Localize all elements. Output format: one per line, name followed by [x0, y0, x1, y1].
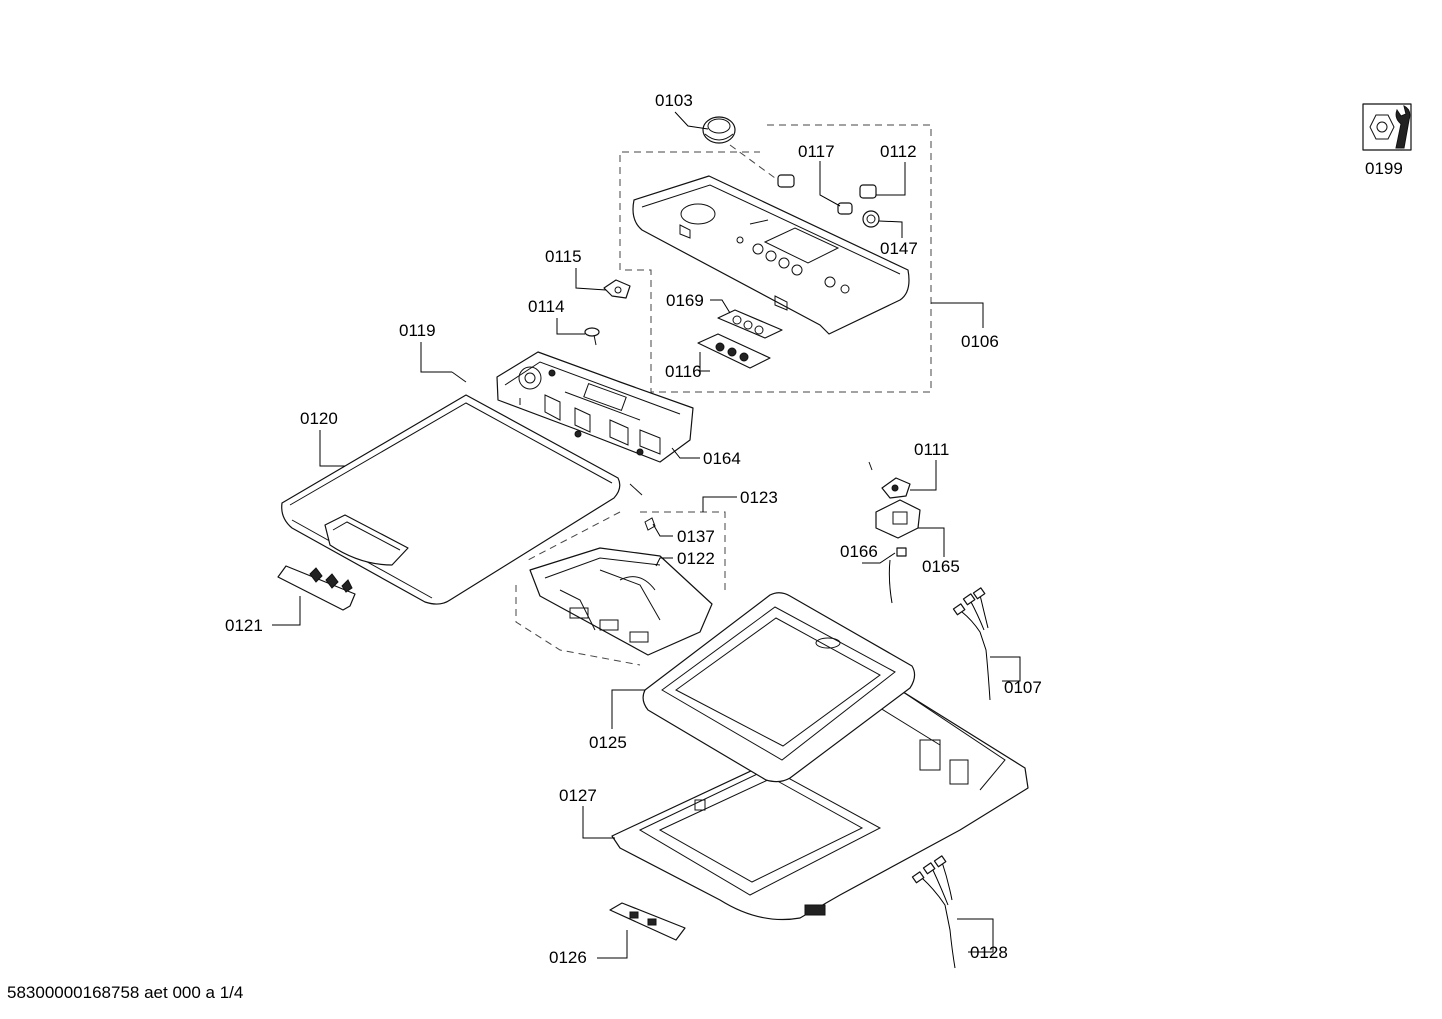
label-0115: 0115: [545, 247, 582, 266]
label-0119: 0119: [399, 321, 436, 340]
label-0107: 0107: [1004, 678, 1042, 697]
knob-part: [702, 116, 736, 144]
lid-part: [281, 394, 621, 605]
label-0123: 0123: [740, 488, 778, 507]
switch-part-0166: [888, 547, 907, 604]
leader-lines: [272, 111, 1021, 959]
cover-part-0111: [868, 461, 911, 499]
label-0126: 0126: [549, 948, 587, 967]
control-module-part: [496, 351, 694, 463]
document-id: 58300000168758 aet 000 a 1/4: [7, 983, 243, 1002]
group-boundary-dispenser-lower: [515, 585, 641, 666]
label-0103: 0103: [655, 91, 693, 110]
label-0117: 0117: [798, 142, 835, 161]
wrench-nut-icon: [1362, 103, 1412, 151]
label-0137: 0137: [677, 527, 715, 546]
label-0120: 0120: [300, 409, 338, 428]
label-0116: 0116: [665, 362, 702, 381]
label-0111: 0111: [914, 440, 949, 459]
label-0166: 0166: [840, 542, 878, 561]
label-0128: 0128: [970, 943, 1008, 962]
button-part-0112: [859, 184, 877, 199]
handle-part: [277, 565, 356, 611]
label-0127: 0127: [559, 786, 597, 805]
cable-harness-part-0107: [952, 587, 991, 701]
label-0106: 0106: [961, 332, 999, 351]
label-0121: 0121: [225, 616, 263, 635]
label-0199: 0199: [1365, 159, 1403, 178]
label-0165: 0165: [922, 557, 960, 576]
hinge-part-0126: [609, 902, 686, 941]
pin-part-0120: [629, 483, 643, 496]
control-panel-fascia-part: [632, 175, 910, 335]
group-boundary-control-panel: [619, 124, 932, 393]
label-0169: 0169: [666, 291, 704, 310]
dispenser-part: [529, 547, 713, 656]
label-0112: 0112: [880, 142, 917, 161]
screw-part-0114: [584, 327, 600, 346]
keypad-part-0116: [697, 333, 771, 369]
pin-part-0119: [451, 371, 467, 383]
label-0164: 0164: [703, 449, 741, 468]
label-0114: 0114: [528, 297, 565, 316]
button-part-0147: [862, 210, 880, 228]
button-part-0117: [777, 174, 853, 215]
group-boundary-dispenser: [640, 511, 726, 590]
clip-part-0137: [644, 517, 656, 531]
cable-harness-part-0128: [911, 855, 956, 969]
label-0125: 0125: [589, 733, 627, 752]
label-0122: 0122: [677, 549, 715, 568]
keypad-part-0169: [717, 309, 783, 339]
top-frame-part: [611, 689, 1029, 921]
lock-part-0165: [875, 499, 921, 539]
clip-part-0115: [603, 279, 631, 299]
tub-ring-part: [642, 592, 916, 783]
label-0147: 0147: [880, 239, 918, 258]
